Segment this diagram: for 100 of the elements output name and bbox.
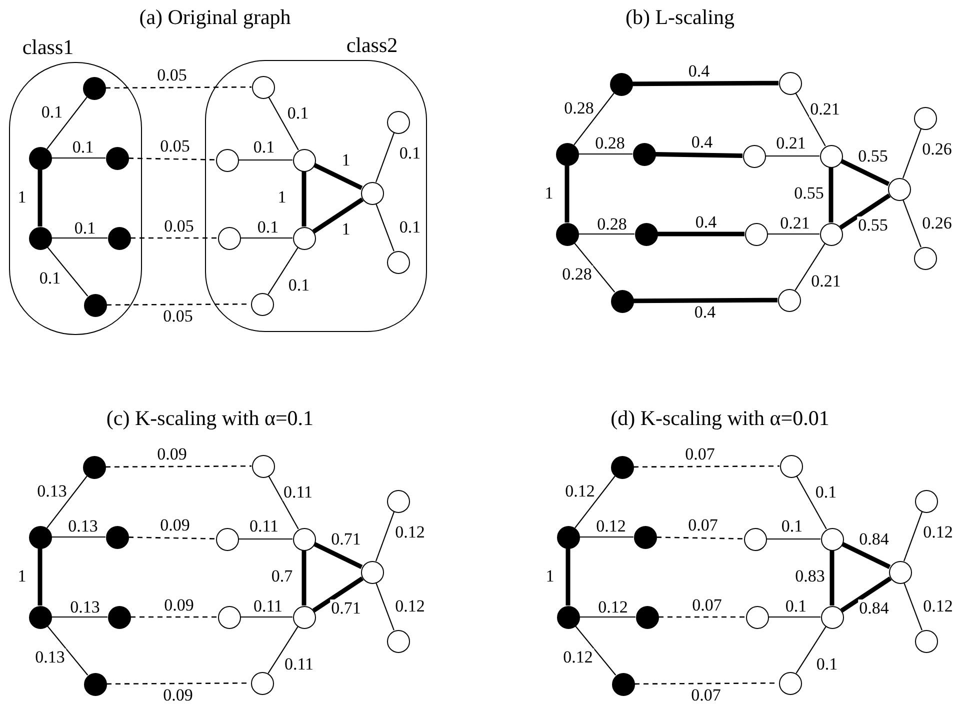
graph-edge (130, 616, 218, 618)
edge-label: 0.12 (562, 648, 594, 666)
edge-label: 0.21 (779, 214, 811, 232)
graph-edge (902, 200, 922, 248)
open-vertex (250, 672, 274, 694)
edge-label: 0.21 (809, 100, 841, 118)
filled-vertex (556, 526, 580, 548)
graph-edge (633, 298, 778, 304)
graph-edge (313, 163, 363, 190)
graph-edge (578, 233, 634, 235)
edge-label: 1 (544, 568, 556, 584)
edge-label: 0.1 (286, 104, 310, 122)
graph-edge (268, 96, 299, 150)
open-vertex (820, 606, 844, 628)
graph-edge (268, 247, 298, 295)
edge-label: 0.28 (596, 216, 628, 232)
edge-label: 0.12 (922, 598, 954, 614)
edge-label: 0.4 (687, 62, 711, 80)
edge-label: 0.07 (684, 446, 716, 462)
open-vertex (216, 528, 238, 550)
graph-edge (312, 576, 364, 613)
edge-label: 0.1 (252, 138, 276, 156)
edge-label: 0.55 (857, 216, 889, 234)
open-vertex (360, 560, 384, 584)
graph-edge (796, 476, 827, 530)
open-vertex (914, 490, 938, 512)
graph-edge (46, 96, 88, 150)
graph-edge (268, 626, 298, 674)
edge-label: 0.1 (73, 220, 97, 236)
graph-edge (375, 132, 395, 182)
edge-label: 0.11 (248, 518, 280, 534)
edge-label: 0.1 (398, 218, 422, 236)
graph-edge (302, 172, 306, 226)
edge-label: 0.13 (69, 598, 101, 616)
edge-label: 0.11 (283, 656, 315, 672)
panel-title: (c) K-scaling with α=0.1 (106, 406, 314, 430)
graph-edge (578, 153, 632, 155)
graph-edge (768, 616, 820, 618)
edge-label: 0.84 (858, 600, 890, 616)
graph-edge (903, 512, 923, 562)
edge-label: 0.12 (394, 598, 426, 614)
graph-edge (574, 242, 616, 292)
edge-label: 0.12 (597, 598, 629, 616)
edge-label: 0.07 (690, 686, 722, 704)
open-vertex (778, 72, 802, 94)
edge-label: 0.1 (40, 104, 64, 120)
edge-label: 0.05 (159, 138, 191, 154)
graph-edge (38, 170, 42, 226)
filled-vertex (82, 456, 106, 478)
graph-edge (766, 155, 820, 157)
edge-label: 0.12 (595, 518, 627, 534)
graph-edge (128, 536, 216, 540)
edge-label: 0.1 (71, 138, 95, 156)
edge-label: 1 (340, 152, 352, 168)
graph-edge (658, 616, 746, 618)
edge-label: 0.55 (857, 148, 889, 164)
edge-label: 0.13 (34, 648, 66, 666)
open-vertex (250, 292, 274, 316)
filled-vertex (556, 142, 578, 166)
open-vertex (386, 250, 410, 274)
edge-label: 0.84 (858, 530, 890, 548)
edge-label: 0.09 (163, 596, 195, 614)
edge-label: 0.1 (784, 598, 808, 614)
edge-label: 0.07 (691, 596, 723, 614)
graph-edge (106, 86, 252, 89)
filled-vertex (556, 606, 580, 628)
edge-label: 0.12 (564, 482, 596, 500)
graph-edge (840, 159, 890, 186)
filled-vertex (28, 226, 52, 250)
edge-label: 0.4 (694, 214, 718, 230)
open-vertex (914, 246, 936, 270)
graph-edge (240, 237, 292, 239)
edge-label: 0.12 (394, 524, 426, 540)
edge-label: 0.4 (693, 304, 717, 320)
graph-edge (902, 128, 922, 178)
open-vertex (292, 148, 316, 172)
graph-edge (52, 237, 108, 239)
open-vertex (746, 606, 768, 628)
open-vertex (386, 110, 410, 134)
graph-edge (52, 616, 108, 618)
filled-vertex (108, 226, 130, 250)
edge-label: 0.05 (156, 66, 188, 84)
open-vertex (820, 222, 842, 246)
graph-edge (128, 158, 216, 160)
edge-label: 0.21 (810, 272, 842, 290)
edge-label: 0.11 (252, 598, 284, 614)
graph-edge (130, 237, 218, 239)
graph-edge (574, 626, 616, 676)
filled-vertex (556, 222, 578, 246)
open-vertex (292, 606, 316, 628)
open-vertex (780, 454, 802, 478)
filled-vertex (634, 526, 656, 548)
filled-vertex (634, 222, 658, 246)
graph-edge (46, 246, 88, 296)
open-vertex (914, 630, 938, 652)
open-vertex (386, 490, 410, 512)
edge-label: 0.55 (793, 184, 825, 202)
graph-edge (313, 542, 363, 569)
edge-label: 0.71 (330, 530, 362, 548)
open-vertex (252, 454, 274, 478)
